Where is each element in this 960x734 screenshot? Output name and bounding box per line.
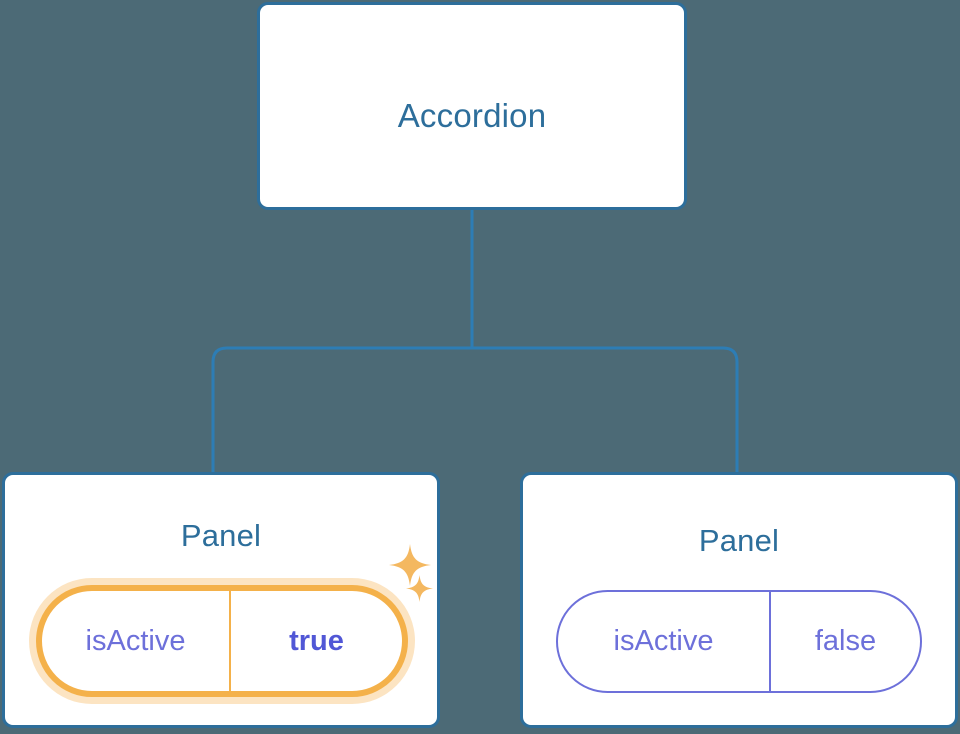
sparkle-large-icon [389,544,431,586]
node-panel-right-title: Panel [698,523,780,558]
prop-pill-is-active-true[interactable]: isActive true [36,585,408,697]
node-accordion[interactable]: Accordion [257,2,687,210]
prop-value-label: false [769,592,920,691]
prop-value-label: true [229,591,402,691]
node-accordion-title: Accordion [397,97,547,134]
prop-key-label: isActive [85,624,186,657]
prop-key-label: isActive [613,625,714,657]
prop-pill-is-active-false[interactable]: isActive false [556,590,922,693]
sparkle-small-icon [406,575,433,602]
node-panel-left-title: Panel [180,518,262,553]
connector-branch-bus [211,346,739,472]
